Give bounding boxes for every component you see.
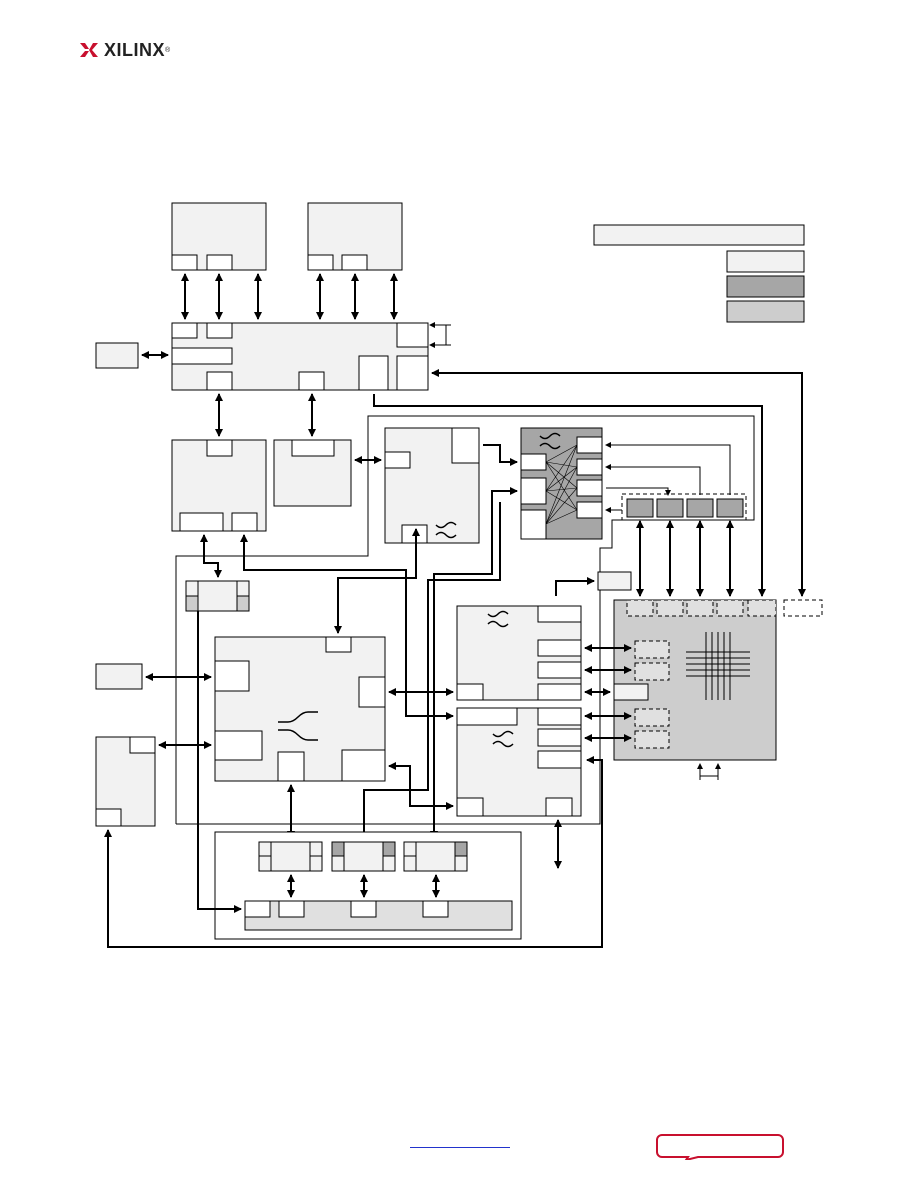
- memory-port-3: [403, 841, 468, 872]
- crossbar-to-ports-lines: [605, 442, 731, 513]
- memory-port-2: [331, 841, 396, 872]
- bottom-loop-link: [104, 756, 603, 948]
- central-switch-block: [214, 636, 386, 782]
- middle-left-to-cache-link: [200, 534, 222, 578]
- crossbar-switch-icon: [539, 432, 561, 450]
- memory-port-1: [258, 841, 323, 872]
- pl-side-link: [555, 577, 595, 596]
- iop-block-upper: [456, 605, 582, 701]
- footer-hyperlink[interactable]: [410, 1137, 510, 1148]
- ports-to-pl-arrows: [636, 520, 734, 597]
- brand-name: XILINX: [104, 39, 166, 60]
- pl-clock-pins: [697, 763, 721, 780]
- xilinx-x-logo-icon: [80, 43, 98, 57]
- header-logo: XILINX®: [80, 38, 170, 62]
- memory-subsystem-block: [214, 831, 522, 940]
- central-down-arrows: [215, 393, 316, 437]
- top-block-left: [171, 202, 267, 271]
- legend-swatch-dark: [726, 275, 805, 298]
- programmable-logic-block: [613, 599, 823, 761]
- left-mid-block: [95, 663, 143, 690]
- legend-swatch-medium: [726, 300, 805, 323]
- memory-port-arrows: [197, 611, 440, 913]
- clock-input-pins: [429, 322, 451, 348]
- feedback-speech-bubble-icon[interactable]: [656, 1134, 784, 1160]
- right-feedback-link: [431, 369, 806, 597]
- processor-block: [384, 427, 480, 544]
- legend-swatch-light: [726, 250, 805, 273]
- central-interconnect-block: [171, 322, 429, 391]
- left-tall-block: [95, 736, 156, 827]
- cache-block: [185, 580, 250, 612]
- pl-side-small-block: [597, 571, 632, 591]
- central-to-right-link: [373, 394, 766, 597]
- iop-block-lower: [456, 707, 582, 817]
- iop-to-pl-arrows: [584, 644, 632, 742]
- middle-left-block: [171, 439, 267, 532]
- top-bus-arrows: [181, 273, 398, 320]
- crossbar-switch-block: [520, 427, 603, 540]
- legend-title-box: [593, 224, 805, 246]
- top-block-right: [307, 202, 403, 271]
- brand-registered-mark: ®: [165, 46, 171, 54]
- legend: [593, 224, 805, 323]
- left-small-block: [95, 342, 139, 369]
- high-performance-ports: [621, 493, 747, 521]
- middle-center-block: [273, 439, 352, 507]
- memory-controller-bar: [244, 900, 513, 931]
